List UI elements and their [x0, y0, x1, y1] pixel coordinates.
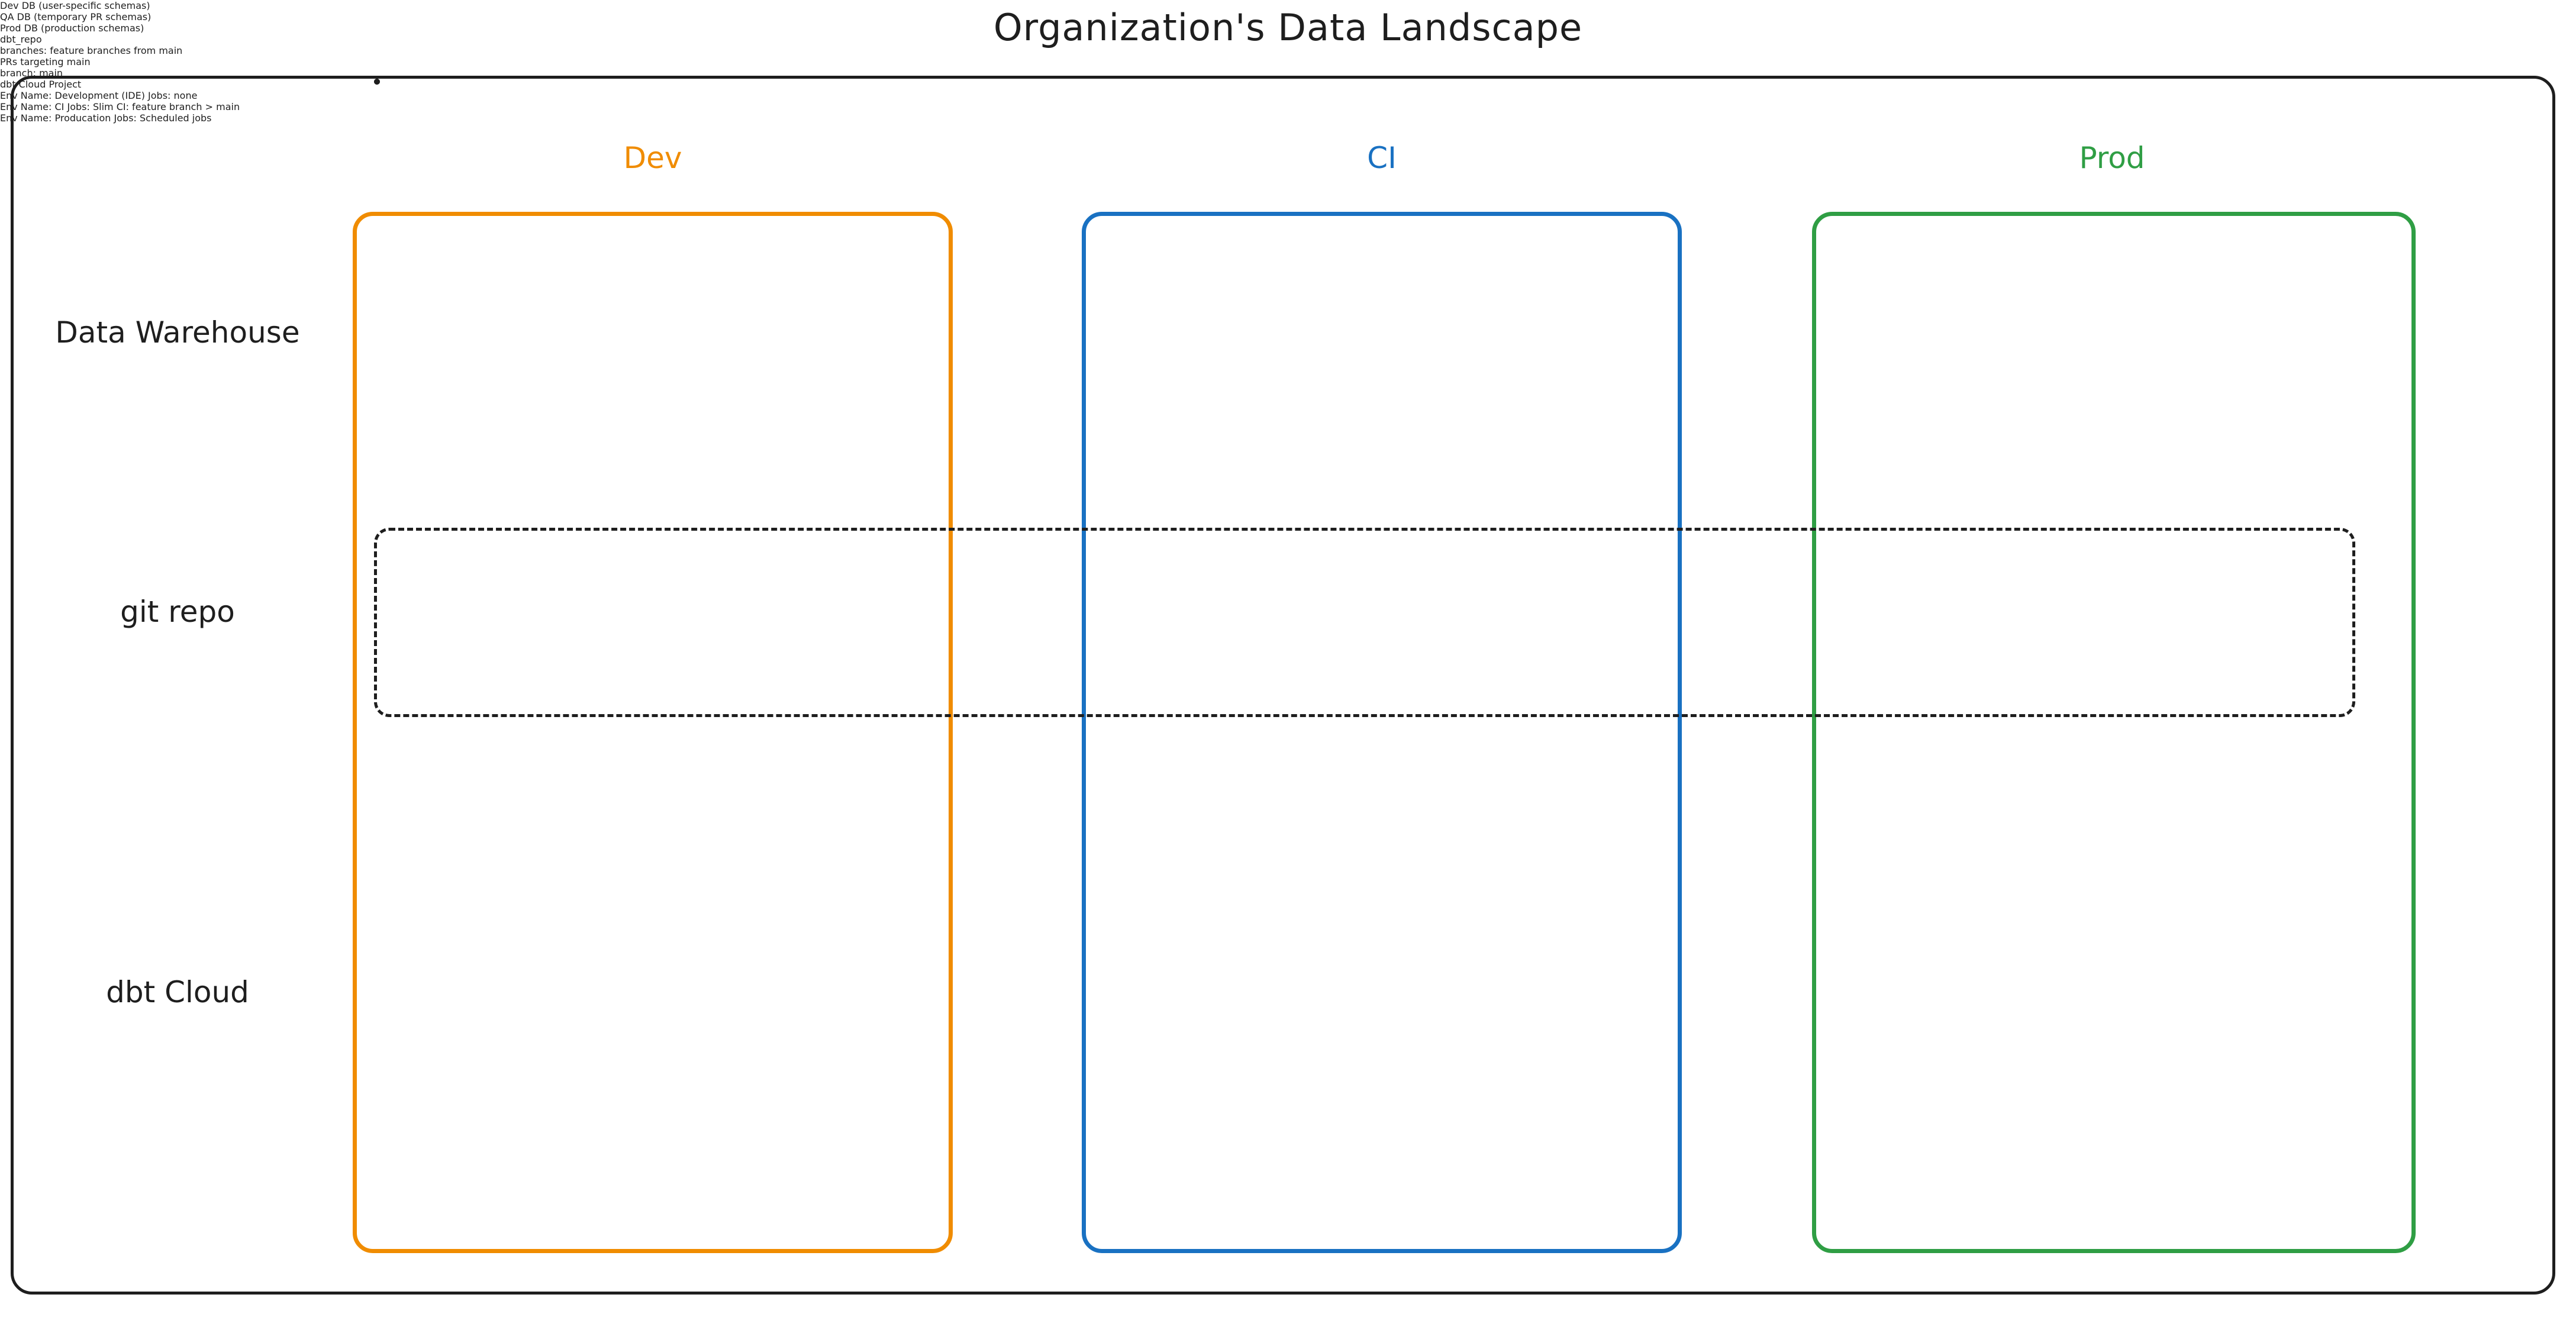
- row-label-dbt-cloud: dbt Cloud: [36, 973, 320, 1011]
- row-label-line-1: git repo: [120, 595, 235, 629]
- column-frame-prod: [1812, 212, 2416, 1253]
- jobs-value: Scheduled jobs: [140, 112, 212, 124]
- node-title: QA DB: [0, 11, 31, 22]
- row-label-line-2: Warehouse: [135, 315, 300, 350]
- row-label-line-1: dbt Cloud: [106, 975, 249, 1009]
- node-title: Dev DB: [0, 0, 36, 11]
- env-name-value: Producation: [54, 112, 111, 124]
- column-label-prod: Prod: [2079, 141, 2145, 175]
- env-name-value: Development (IDE): [54, 90, 145, 101]
- env-name-value: CI: [54, 101, 65, 112]
- column-label-ci: CI: [1367, 141, 1397, 175]
- outer-frame: [11, 76, 2555, 1295]
- jobs-value: Slim CI: feature branch > main: [92, 101, 240, 112]
- jobs-label: Jobs:: [67, 101, 90, 112]
- column-frame-dev: [353, 212, 953, 1253]
- text-git-dev: branches: feature branches from main: [0, 45, 2576, 56]
- column-frame-ci: [1082, 212, 1682, 1253]
- group-dbt-cloud-project: [374, 79, 380, 85]
- node-title: Prod DB: [0, 22, 38, 34]
- jobs-value: none: [173, 90, 198, 101]
- jobs-label: Jobs:: [114, 112, 137, 124]
- column-label-dev: Dev: [623, 141, 682, 175]
- node-prod-db: Prod DB (production schemas): [0, 22, 2576, 34]
- text-git-ci: PRs targeting main: [0, 56, 2576, 67]
- group-label-dbt-repo: dbt_repo: [0, 34, 42, 45]
- text-line-1: PRs targeting main: [0, 56, 91, 67]
- row-label-git-repo: git repo: [36, 593, 320, 631]
- page-title: Organization's Data Landscape: [993, 6, 1583, 49]
- group-dbt-repo: [374, 528, 2355, 717]
- text-line-2: feature branches from main: [50, 45, 183, 56]
- node-dev-db: Dev DB (user-specific schemas): [0, 0, 2576, 11]
- node-subtitle: (user-specific schemas): [38, 0, 150, 11]
- row-label-data-warehouse: Data Warehouse: [36, 314, 320, 351]
- row-label-line-1: Data: [55, 315, 126, 350]
- node-subtitle: (temporary PR schemas): [34, 11, 151, 22]
- jobs-label: Jobs:: [148, 90, 171, 101]
- text-line-1: branches:: [0, 45, 47, 56]
- node-qa-db: QA DB (temporary PR schemas): [0, 11, 2576, 22]
- node-subtitle: (production schemas): [41, 22, 144, 34]
